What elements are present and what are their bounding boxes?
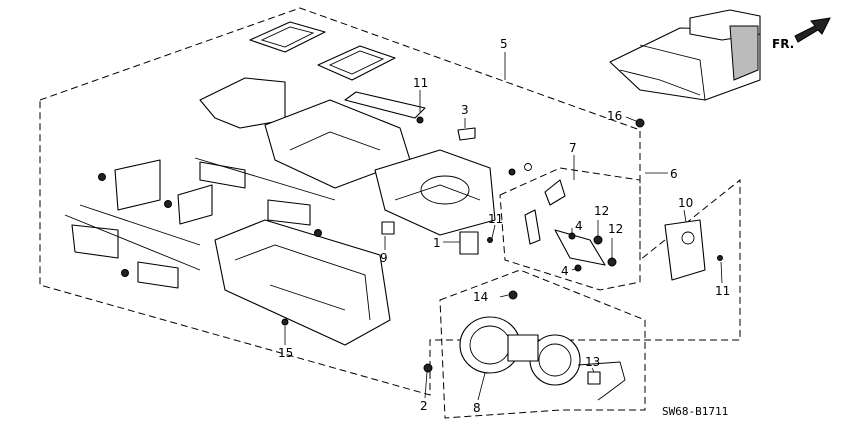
duct-assembly-icon [609,9,761,101]
left-panels-icon [64,157,336,289]
air-filter-frame-icon [249,21,396,81]
callout-5: 5 [500,37,508,51]
diagram-code: SW68-B1711 [662,405,728,418]
callout-7: 7 [569,141,577,155]
blower-connector-icon [587,371,601,385]
front-direction-label: FR. [772,37,794,51]
callout-12: 12 [594,204,609,218]
assembly-frame-8 [439,269,646,419]
clip-3-icon [457,127,476,141]
callout-10: 10 [678,196,693,210]
motor-resistor-icon [459,231,479,255]
callout-4: 4 [575,219,583,233]
mode-actuator-icon [664,219,706,281]
heater-core-housing-icon [374,149,496,236]
callout-3: 3 [461,103,469,117]
lower-case-icon [214,219,391,346]
callout-4: 4 [561,264,569,278]
connector-9-icon [381,221,395,235]
assembly-frame-5 [39,7,741,396]
callout-9: 9 [380,251,388,265]
leader-lines [284,52,723,401]
callout-11: 11 [715,284,730,298]
callout-1: 1 [433,236,441,250]
callout-11: 11 [413,76,428,90]
callout-2: 2 [420,399,428,413]
blower-motor-fan-icon [459,316,626,401]
front-arrow-icon [794,17,831,43]
callout-12: 12 [608,222,623,236]
callout-14: 14 [473,290,488,304]
linkage-assembly-icon [524,179,617,272]
callout-labels: 1 2 3 4 4 5 6 7 8 9 10 11 11 11 12 12 13… [278,37,730,415]
assembly-frame-7 [499,167,641,291]
fasteners-icon [98,116,723,373]
callout-6: 6 [670,167,678,181]
upper-housing-icon [199,77,426,189]
callout-13: 13 [585,355,600,369]
callout-8: 8 [473,401,481,415]
callout-11: 11 [488,212,503,226]
callout-15: 15 [278,346,293,360]
callout-16: 16 [607,109,622,123]
